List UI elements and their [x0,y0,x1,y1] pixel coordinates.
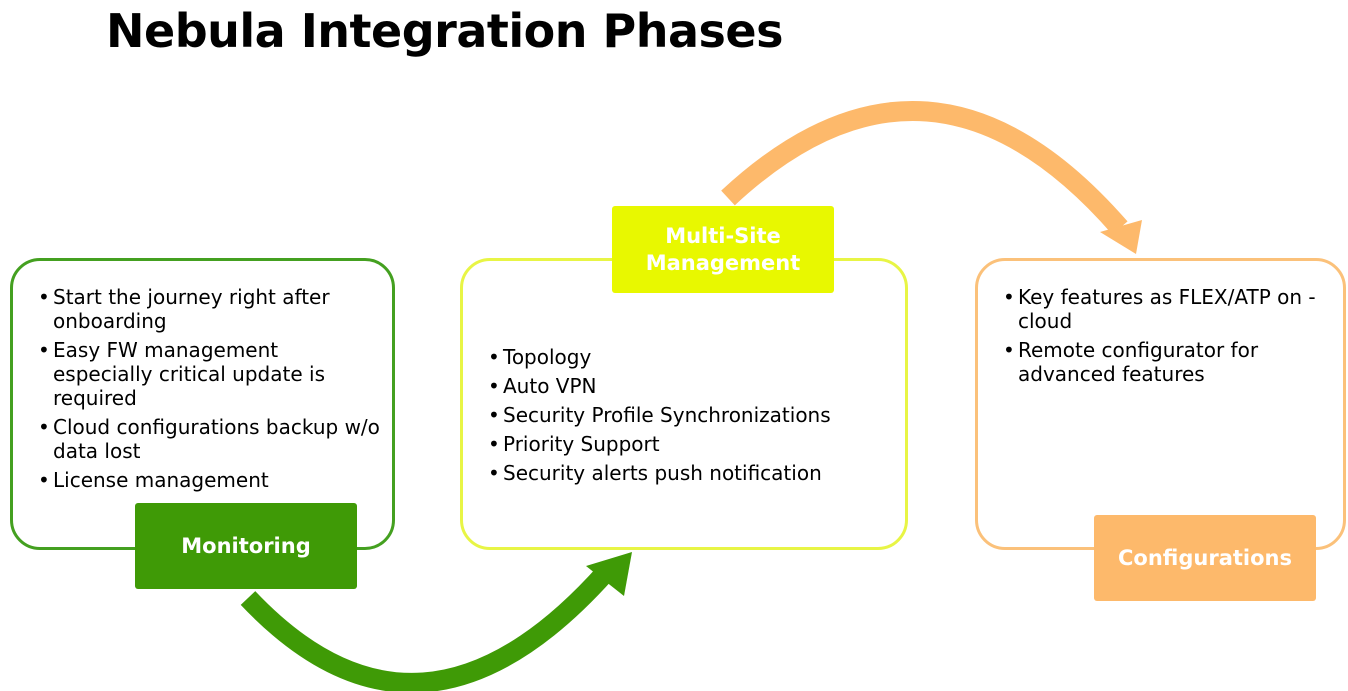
phase-label-text: Multi-Site Management [645,223,801,275]
list-item: Security Profile Synchronizations [488,403,898,427]
phase-label-text: Monitoring [181,533,311,558]
list-item: Remote configurator for advanced feature… [1003,338,1333,386]
list-item: License management [38,468,383,492]
phase-label-configurations: Configurations [1094,515,1316,601]
phase-label-monitoring: Monitoring [135,503,357,589]
arrow-head-orange [1100,220,1142,254]
phase-label-text: Configurations [1118,545,1292,570]
multisite-feature-list: Topology Auto VPN Security Profile Synch… [488,345,898,490]
list-item: Auto VPN [488,374,898,398]
arrow-monitoring-to-multisite [240,565,614,691]
page-title: Nebula Integration Phases [106,4,783,58]
phase-label-multisite: Multi-Site Management [612,206,834,293]
list-item: Topology [488,345,898,369]
monitoring-feature-list: Start the journey right after onboarding… [38,285,383,497]
list-item: Key features as FLEX/ATP on -cloud [1003,285,1333,333]
configurations-feature-list: Key features as FLEX/ATP on -cloud Remot… [1003,285,1333,391]
list-item: Cloud configurations backup w/o data los… [38,415,383,463]
list-item: Security alerts push notification [488,461,898,485]
arrow-multisite-to-config [721,101,1128,235]
list-item: Easy FW management especially critical u… [38,338,383,410]
list-item: Start the journey right after onboarding [38,285,383,333]
arrow-head-green [586,552,632,596]
list-item: Priority Support [488,432,898,456]
